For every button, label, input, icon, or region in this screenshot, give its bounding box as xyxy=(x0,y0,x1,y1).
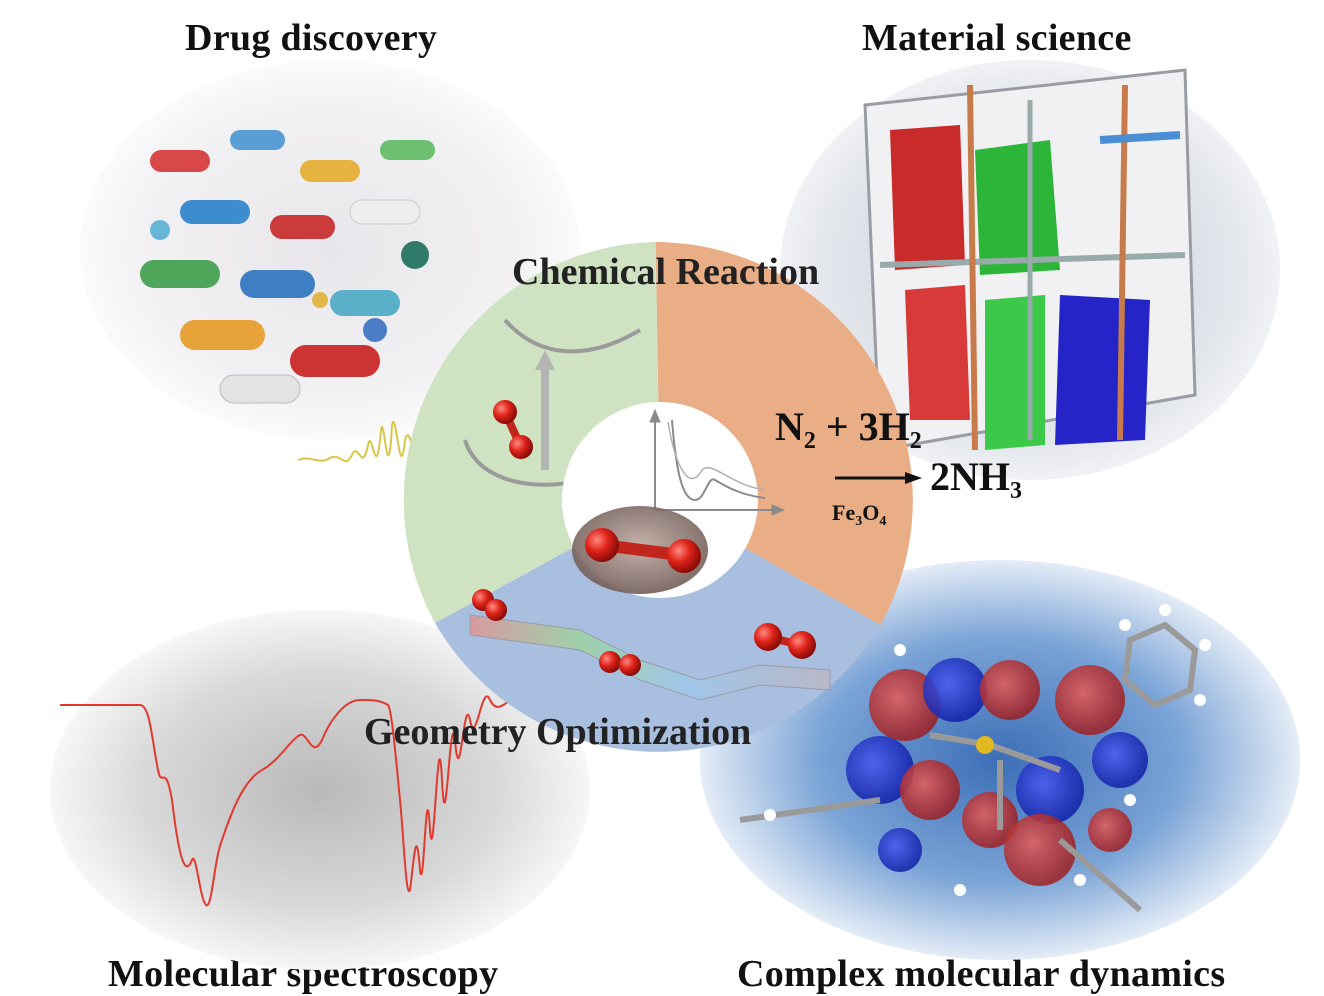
reaction-product: 2NH3 xyxy=(930,454,1022,504)
segment-geometry-optimization xyxy=(435,500,881,752)
central-ring: Chemical Reaction Geometry Optimization … xyxy=(364,242,1022,753)
metal-center xyxy=(976,736,994,754)
molecule-start-icon xyxy=(472,589,507,621)
pill-icons xyxy=(140,130,435,404)
oxygen-molecule-icon xyxy=(493,400,533,459)
reaction-catalyst: Fe3O4 xyxy=(832,500,886,529)
title-complex-molecular-dynamics: Complex molecular dynamics xyxy=(737,953,1226,995)
ir-spectrum-line xyxy=(60,693,531,907)
hydrogen-atoms xyxy=(764,604,1211,896)
material-science-panel xyxy=(780,60,1280,480)
center-plot xyxy=(649,408,786,516)
center-molecule-icon xyxy=(585,528,701,573)
title-drug-discovery: Drug discovery xyxy=(185,17,438,59)
orbital-lobes xyxy=(846,658,1148,886)
reaction-reactants: N2 + 3H2 xyxy=(775,404,922,454)
optimization-surface xyxy=(469,614,831,701)
label-chemical-reaction: Chemical Reaction xyxy=(512,251,819,293)
molecule-end-icon xyxy=(754,623,816,659)
drug-discovery-panel xyxy=(80,60,580,462)
molecule-mid-icon xyxy=(599,651,641,676)
label-geometry-optimization: Geometry Optimization xyxy=(364,711,751,753)
molecular-spectroscopy-panel xyxy=(50,610,590,970)
title-material-science: Material science xyxy=(862,17,1132,59)
potential-curve-upper xyxy=(503,318,642,354)
